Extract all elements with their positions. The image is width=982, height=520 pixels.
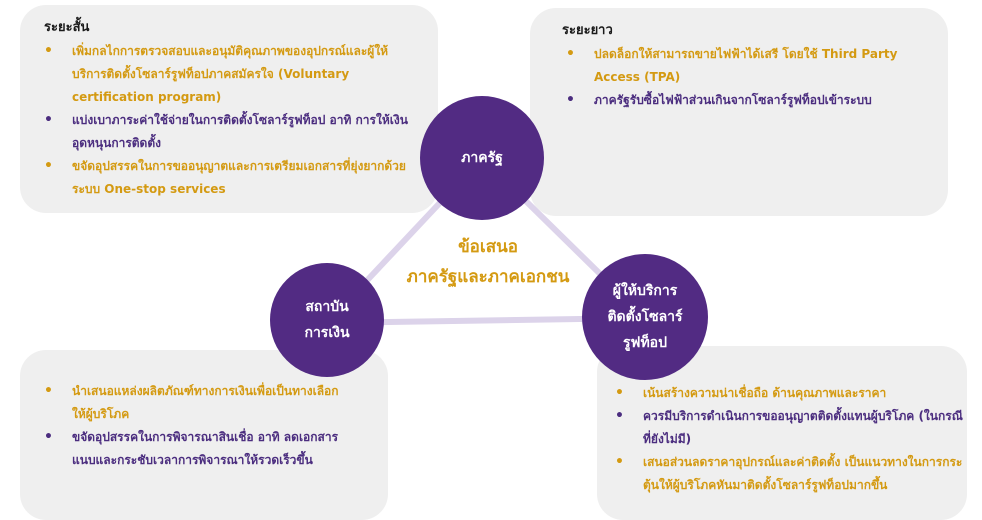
- financial-label-line-2: การเงิน: [304, 325, 350, 341]
- center-title-line-2: ภาครัฐและภาคเอกชน: [406, 267, 570, 287]
- provider-label-line-2: ติดตั้งโซลาร์: [607, 309, 683, 325]
- provider-label-line-1: ผู้ให้บริการ: [612, 283, 678, 299]
- financial-institution-node: สถาบัน การเงิน: [270, 263, 384, 377]
- financial-item-1: นำเสนอแหล่งผลิตภัณฑ์ทางการเงินเพื่อเป็นท…: [44, 380, 344, 426]
- short-term-item-3: ขจัดอุปสรรคในการขออนุญาตและการเตรียมเอกส…: [44, 155, 414, 201]
- long-term-list: ปลดล็อกให้สามารถขายไฟฟ้าได้เสรี โดยใช้ T…: [566, 43, 906, 112]
- short-term-item-1: เพิ่มกลไกการตรวจสอบและอนุมัติคุณภาพของอุ…: [44, 40, 414, 109]
- short-term-item-2: แบ่งเบาภาระค่าใช้จ่ายในการติดตั้งโซลาร์ร…: [44, 109, 414, 155]
- provider-item-3: เสนอส่วนลดราคาอุปกรณ์และค่าติดตั้ง เป็นแ…: [615, 451, 967, 497]
- financial-list: นำเสนอแหล่งผลิตภัณฑ์ทางการเงินเพื่อเป็นท…: [44, 380, 344, 472]
- solar-provider-node: ผู้ให้บริการ ติดตั้งโซลาร์ รูฟท็อป: [582, 254, 708, 380]
- financial-box: นำเสนอแหล่งผลิตภัณฑ์ทางการเงินเพื่อเป็นท…: [20, 350, 388, 520]
- short-term-list: เพิ่มกลไกการตรวจสอบและอนุมัติคุณภาพของอุ…: [44, 40, 414, 201]
- provider-item-2: ควรมีบริการดำเนินการขออนุญาตติดตั้งแทนผู…: [615, 405, 967, 451]
- provider-item-1: เน้นสร้างความน่าเชื่อถือ ด้านคุณภาพและรา…: [615, 382, 967, 405]
- long-term-item-1: ปลดล็อกให้สามารถขายไฟฟ้าได้เสรี โดยใช้ T…: [566, 43, 906, 89]
- government-label: ภาครัฐ: [461, 150, 503, 166]
- financial-item-2: ขจัดอุปสรรคในการพิจารณาสินเชื่อ อาทิ ลดเ…: [44, 426, 344, 472]
- center-title-line-1: ข้อเสนอ: [458, 237, 518, 257]
- long-term-title: ระยะยาว: [562, 23, 613, 38]
- long-term-item-2: ภาครัฐรับซื้อไฟฟ้าส่วนเกินจากโซลาร์รูฟท็…: [566, 89, 906, 112]
- provider-label-line-3: รูฟท็อป: [623, 335, 667, 351]
- center-proposal-title: ข้อเสนอ ภาครัฐและภาคเอกชน: [388, 232, 588, 292]
- long-term-box: ระยะยาว ปลดล็อกให้สามารถขายไฟฟ้าได้เสรี …: [530, 8, 948, 216]
- financial-label-line-1: สถาบัน: [305, 299, 349, 315]
- provider-list: เน้นสร้างความน่าเชื่อถือ ด้านคุณภาพและรา…: [615, 382, 967, 497]
- government-node: ภาครัฐ: [420, 96, 544, 220]
- short-term-title: ระยะสั้น: [44, 20, 90, 35]
- short-term-box: ระยะสั้น เพิ่มกลไกการตรวจสอบและอนุมัติคุ…: [20, 5, 438, 213]
